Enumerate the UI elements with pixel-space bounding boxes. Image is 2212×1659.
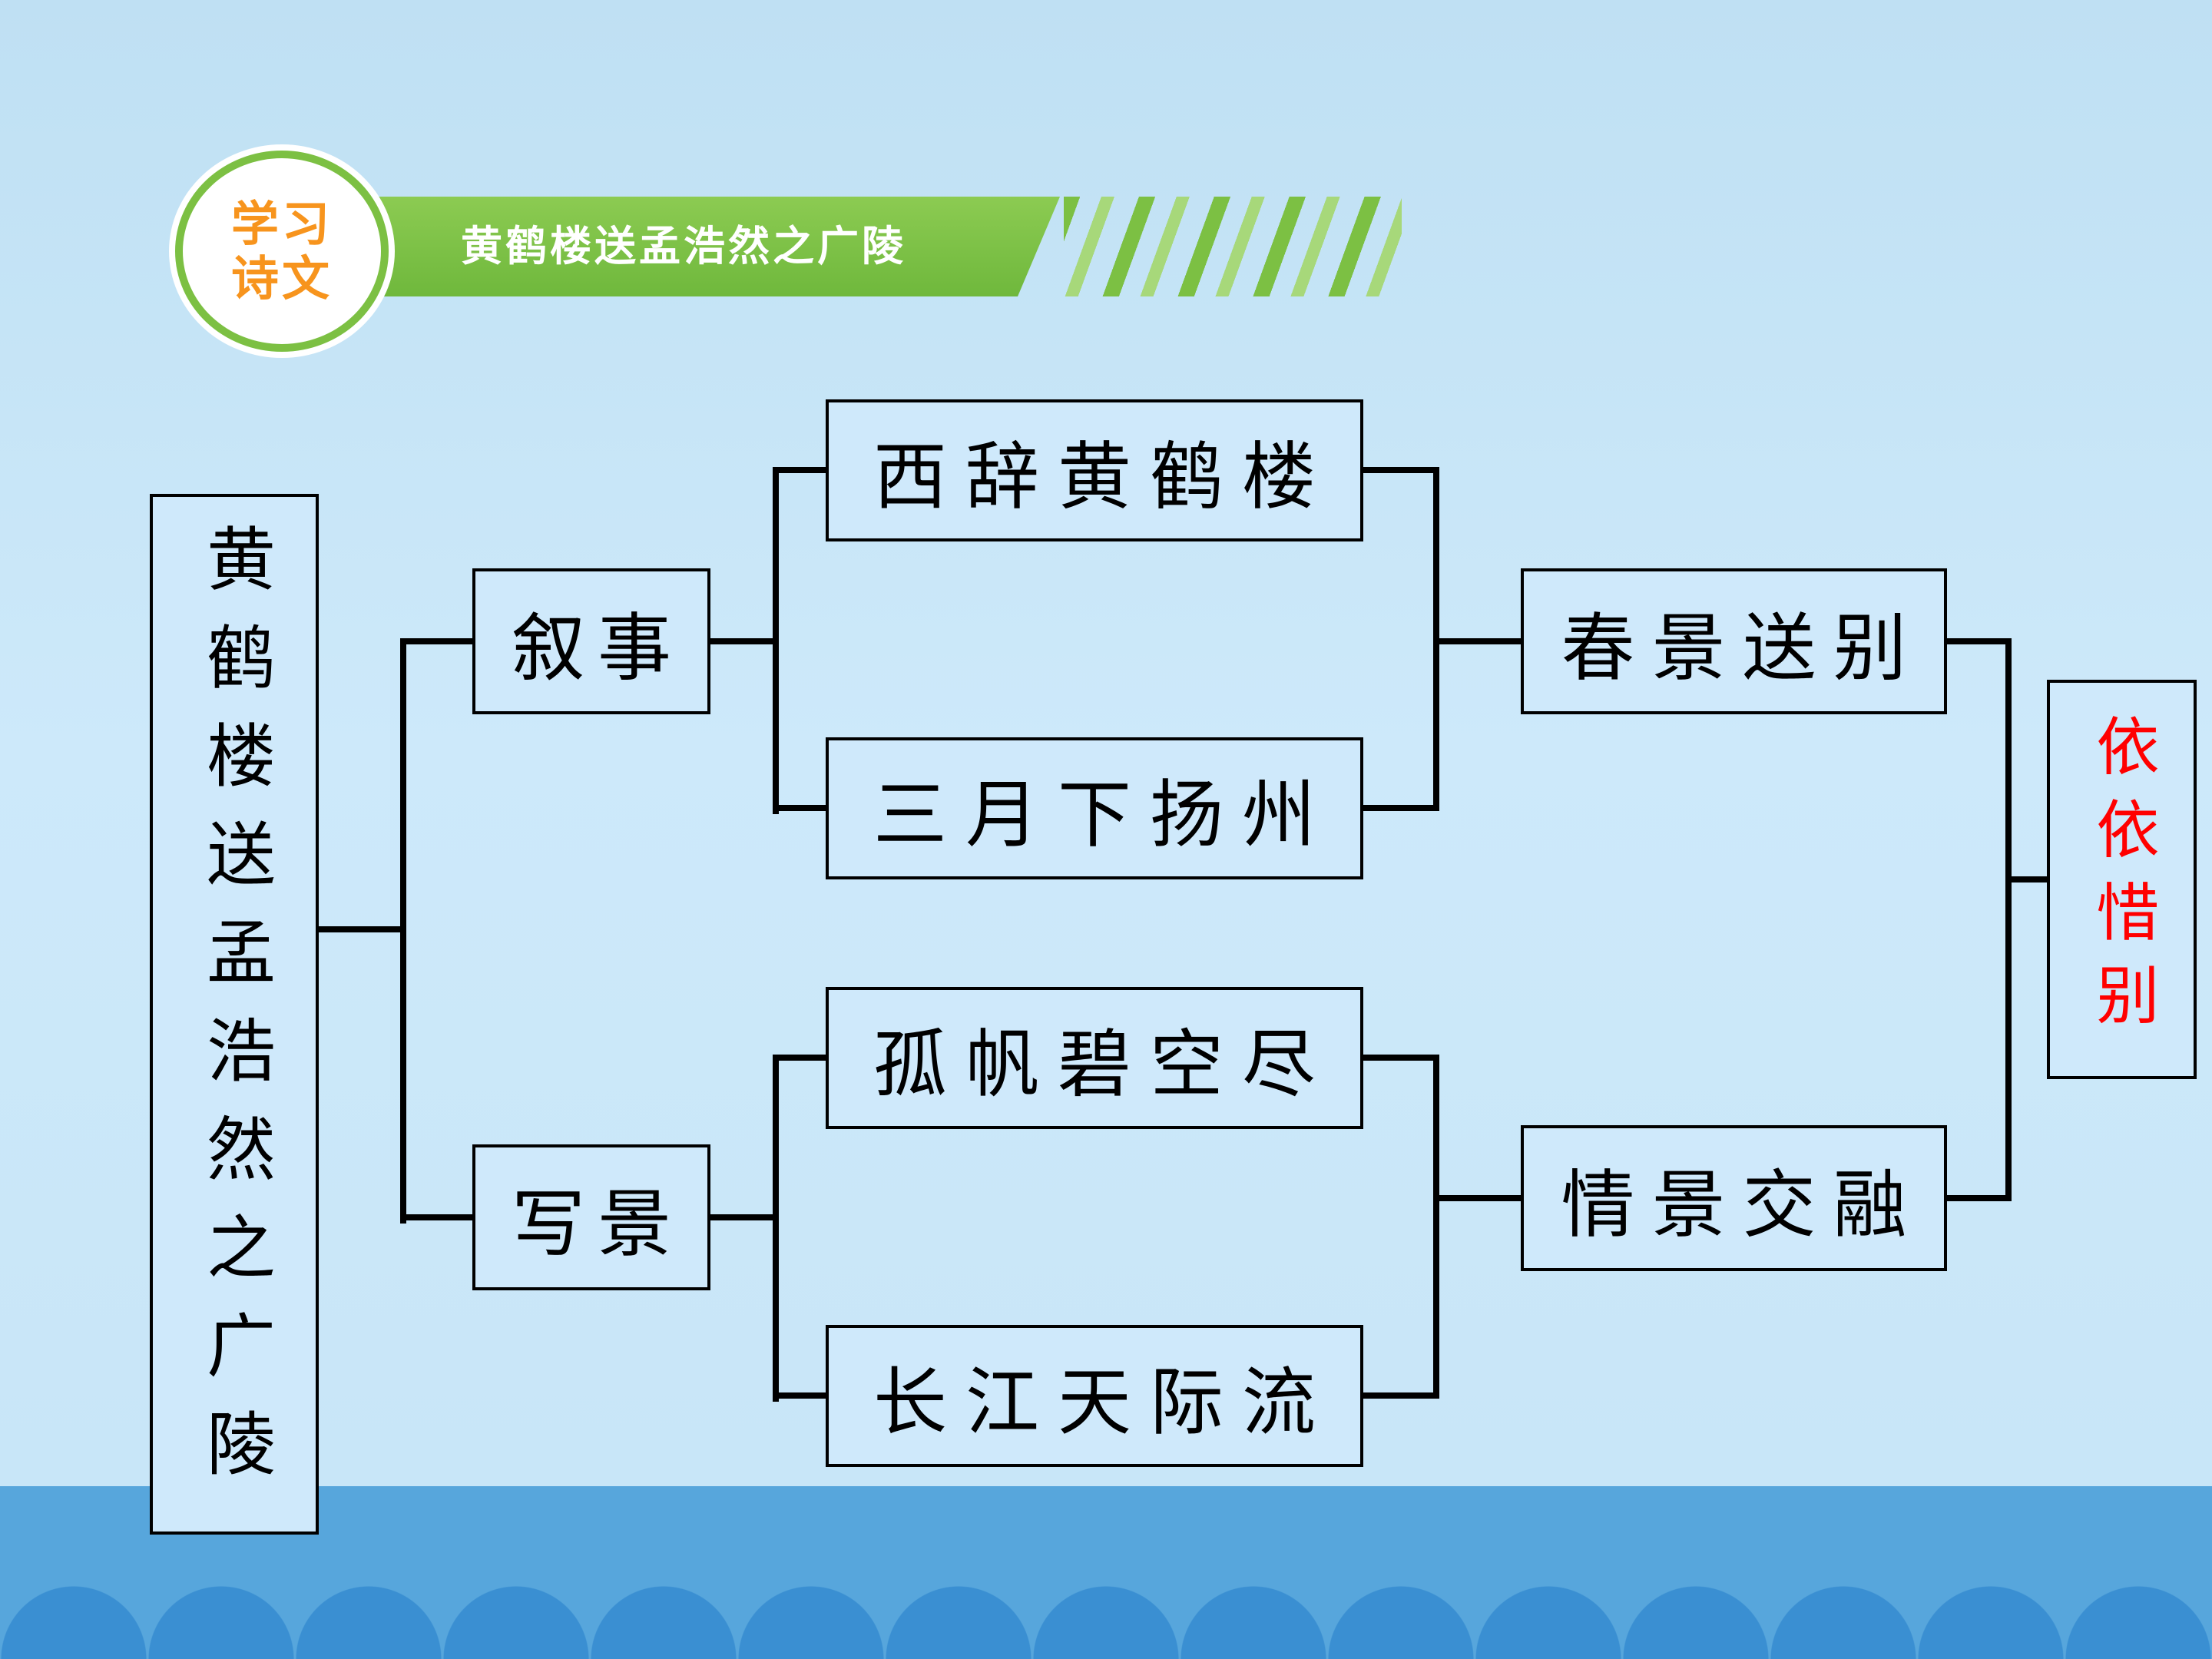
connector-line [773, 805, 826, 811]
connector-line [773, 1055, 779, 1402]
connector-line [1947, 638, 2012, 644]
connector-line [1363, 805, 1439, 811]
verse-node-line2: 三月下扬州 [826, 737, 1363, 879]
connector-line [773, 467, 779, 814]
connector-line [1433, 1195, 1521, 1201]
connector-line [1363, 1055, 1439, 1061]
title-banner: 黄鹤楼送孟浩然之广陵 [361, 197, 1060, 296]
badge-text-line2: 诗文 [230, 250, 333, 306]
connector-line [773, 1055, 826, 1061]
connector-line [710, 638, 779, 644]
root-node-poem-title: 黄鹤楼送孟浩然之广陵 [150, 494, 319, 1535]
badge-text-line1: 学习 [230, 195, 333, 252]
verse-node-line4: 长江天际流 [826, 1325, 1363, 1467]
connector-line [400, 638, 472, 644]
summary-node-spring-farewell: 春景送别 [1521, 568, 1947, 714]
connector-line [400, 638, 406, 1224]
lesson-badge: 学习 诗文 [175, 151, 389, 352]
connector-line [1947, 1195, 2012, 1201]
connector-line [773, 1392, 826, 1399]
branch-node-scenery: 写景 [472, 1144, 710, 1290]
connector-line [2005, 638, 2012, 1201]
connector-line [319, 926, 403, 932]
summary-node-scene-emotion: 情景交融 [1521, 1125, 1947, 1271]
scallop-wave-decoration [0, 1582, 2212, 1659]
theme-node-reluctant-farewell: 依依惜别 [2047, 680, 2197, 1079]
connector-line [710, 1214, 779, 1220]
banner-title-text: 黄鹤楼送孟浩然之广陵 [461, 222, 906, 270]
connector-line [773, 467, 826, 473]
verse-node-line1: 西辞黄鹤楼 [826, 399, 1363, 541]
branch-node-narrative: 叙事 [472, 568, 710, 714]
connector-line [1363, 1392, 1439, 1399]
connector-line [1433, 1055, 1439, 1399]
verse-node-line3: 孤帆碧空尽 [826, 987, 1363, 1129]
banner-stripes-decoration [1064, 197, 1402, 296]
connector-line [1433, 638, 1521, 644]
connector-line [400, 1214, 472, 1220]
connector-line [1363, 467, 1439, 473]
connector-line [2005, 876, 2047, 882]
